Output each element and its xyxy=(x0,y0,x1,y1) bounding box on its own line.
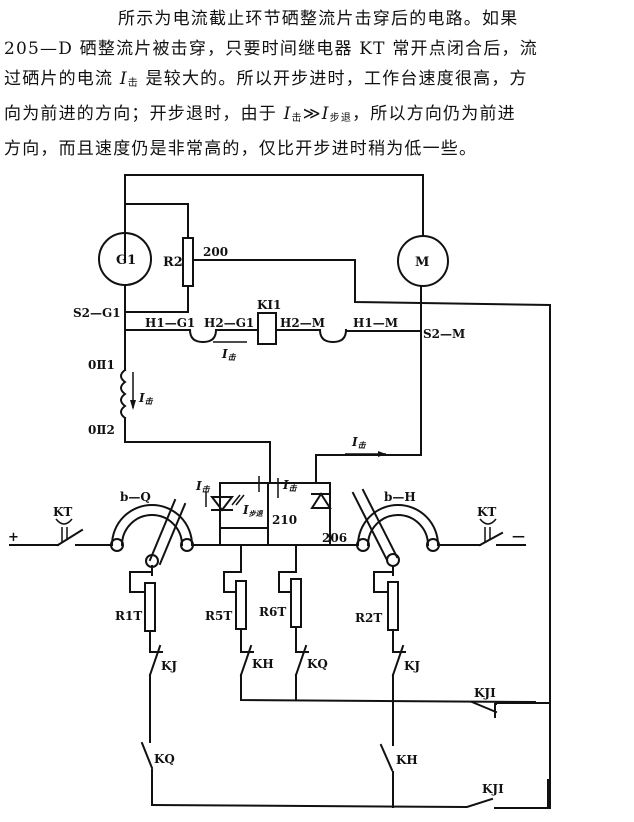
current-label-rect-right: I击 xyxy=(282,478,298,493)
switch-bh-arc-outer xyxy=(356,504,440,547)
switch-bq-lever-b[interactable] xyxy=(158,502,187,566)
contact-kh-upper xyxy=(239,644,254,677)
current-label-rect-left: I击 xyxy=(195,479,211,494)
selenium-rectifier-205d xyxy=(209,496,235,512)
resistor-r5t xyxy=(223,571,247,653)
contact-kq-upper xyxy=(294,644,309,677)
current-label-field: I击 xyxy=(138,391,154,406)
term-h2m-label: H2—M xyxy=(280,316,325,330)
kh-upper-label: KH xyxy=(252,657,274,671)
diode-right xyxy=(310,492,332,509)
arrow-head-right xyxy=(378,451,386,457)
relay-label: KI1 xyxy=(257,298,281,312)
field-top-label: 0Ⅱ1 xyxy=(88,358,115,372)
term-s2m-label: S2—M xyxy=(423,327,465,341)
r6t-label: R6T xyxy=(259,605,286,619)
switch-bh-lever-b[interactable] xyxy=(361,488,399,559)
paragraph-line-4: 向为前进的方向；开步退时，由于 I击≫I步退，所以方向仍为前进 xyxy=(4,104,516,124)
switch-bq-contact-left[interactable] xyxy=(110,538,124,552)
wire-top-loop xyxy=(124,174,424,261)
switch-bq-arc-outer xyxy=(110,504,194,547)
minus-terminal: — xyxy=(512,529,525,544)
term-h2g1-label: H2—G1 xyxy=(204,316,254,330)
wire-kh-bus xyxy=(240,674,537,704)
contact-kj-left xyxy=(148,644,163,677)
kj-left-label: KJ xyxy=(161,659,177,673)
switch-bq-arc-inner xyxy=(120,514,184,547)
term-h1g1-label: H1—G1 xyxy=(145,316,195,330)
term-h1m-label: H1—M xyxy=(353,316,398,330)
description-paragraph: 所示为电流截止环节硒整流片击穿后的电路。如果 205—D 硒整流片被击穿，只要时… xyxy=(0,4,634,164)
contact-kji-upper xyxy=(470,700,551,718)
r2t-label: R2T xyxy=(355,611,382,625)
node-206-label: 206 xyxy=(322,531,347,545)
generator-label: G1 xyxy=(116,253,136,268)
breakdown-mark-2 xyxy=(235,494,245,506)
kji-lower-label: KJI xyxy=(482,782,504,796)
node-200-label: 200 xyxy=(203,245,228,259)
field-bottom-label: 0Ⅱ2 xyxy=(88,423,115,437)
series-winding-m xyxy=(318,328,348,344)
wire-motor-down xyxy=(315,285,422,484)
wire-r2-bottom xyxy=(124,285,189,313)
paragraph-line-3: 过硒片的电流 I击 是较大的。所以开步进时，工作台速度很高，方 xyxy=(4,69,528,89)
wire-bottom-bus xyxy=(150,797,494,809)
switch-bh-lever-a[interactable] xyxy=(351,491,389,562)
kji-upper-label: KJI xyxy=(474,686,496,700)
r1t-label: R1T xyxy=(115,609,142,623)
motor-label: M xyxy=(415,255,429,270)
contact-kq-lower xyxy=(140,741,154,806)
rheostat-r2 xyxy=(182,237,194,287)
motor-m xyxy=(397,235,449,287)
current-label-top: I击 xyxy=(221,347,237,362)
wire-g1-r2 xyxy=(124,203,189,239)
rheostat-label: R2 xyxy=(163,255,183,270)
kt-right-contact xyxy=(478,531,504,547)
switch-bh-pivot xyxy=(386,553,400,567)
kh-lower-label: KH xyxy=(396,753,418,767)
switch-bh-arc-inner xyxy=(366,514,430,547)
kt-left-timer-arc xyxy=(55,518,73,525)
breakdown-mark-1 xyxy=(231,494,241,506)
kj-right-label: KJ xyxy=(404,659,420,673)
kq-upper-label: KQ xyxy=(307,657,328,671)
switch-bq-lever-a[interactable] xyxy=(148,498,177,562)
switch-bh-contact-left[interactable] xyxy=(356,538,370,552)
kt-left-label: KT xyxy=(53,505,72,519)
node-210-label: 210 xyxy=(272,513,297,527)
paragraph-line-5: 方向，而且速度仍是非常高的，仅比开步进时稍为低一些。 xyxy=(4,139,478,159)
term-s2g1-label: S2—G1 xyxy=(73,306,121,320)
current-label-right: I击 xyxy=(351,435,367,450)
arrow-head-field xyxy=(130,400,136,410)
plus-terminal: + xyxy=(8,530,19,545)
contact-kj-right xyxy=(391,644,406,677)
r5t-label: R5T xyxy=(205,609,232,623)
switch-bh-label: b—H xyxy=(384,490,416,504)
kq-lower-label: KQ xyxy=(154,752,175,766)
wire-kji-return xyxy=(494,779,549,809)
kt-right-timer-arc xyxy=(479,518,497,525)
series-winding-g1 xyxy=(188,328,218,344)
current-label-stepback: I步退 xyxy=(242,503,264,518)
wire-field-bottom xyxy=(124,417,271,484)
resistor-r2t xyxy=(373,571,399,653)
paragraph-line-1: 所示为电流截止环节硒整流片击穿后的电路。如果 xyxy=(118,9,519,29)
resistor-r1t xyxy=(129,571,156,653)
wire-200-right xyxy=(354,259,551,809)
switch-bq-label: b—Q xyxy=(120,490,151,504)
field-winding xyxy=(120,368,127,420)
relay-ki1 xyxy=(257,312,277,345)
resistor-r6t xyxy=(278,571,302,653)
paragraph-line-2: 205—D 硒整流片被击穿，只要时间继电器 KT 常开点闭合后，流 xyxy=(4,39,538,59)
kt-right-label: KT xyxy=(477,505,496,519)
contact-kh-lower xyxy=(379,743,394,808)
